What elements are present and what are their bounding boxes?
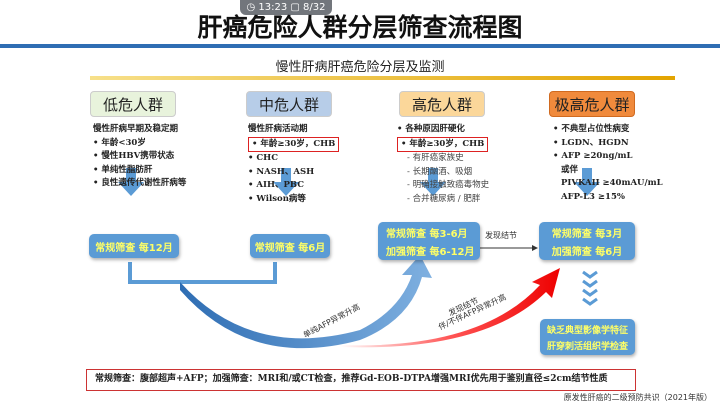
time: 13:23 xyxy=(258,2,288,13)
biopsy-line: 肝穿刺活组织学检查 xyxy=(546,341,628,352)
desc-line-highlighted: • 年龄≥30岁，CHB xyxy=(248,136,340,152)
group-desc-very-high: • 不典型占位性病变 • LGDN、HGDN • AFP ≥20ng/mL 或伴… xyxy=(553,123,663,204)
desc-line: 慢性肝病早期及稳定期 xyxy=(93,124,179,134)
desc-subline: - 长期酗酒、吸烟 xyxy=(407,166,473,177)
biopsy-line: 缺乏典型影像学特征 xyxy=(546,325,628,336)
desc-line: • CHC xyxy=(248,153,278,163)
group-header-mid: 中危人群 xyxy=(246,91,332,117)
desc-line: 或伴 xyxy=(561,164,579,175)
screen-box-mid: 常规筛查 每6月 xyxy=(250,234,330,258)
down-arrow-icon xyxy=(420,168,446,196)
screening-note: 常规筛查：腹部超声+AFP；加强筛查：MRI和/或CT检查，推荐Gd-EOB-D… xyxy=(86,369,636,391)
desc-line: AFP-L3 ≥15% xyxy=(561,191,625,202)
desc-line: PIVKAII ≥40mAU/mL xyxy=(561,178,663,188)
desc-line: • 慢性HBV携带状态 xyxy=(93,151,175,161)
screen-box-very-high: 常规筛查 每3月加强筛查 每6月 xyxy=(539,222,635,260)
down-arrow-icon xyxy=(118,168,144,196)
chevron-down-icons xyxy=(582,270,598,306)
desc-line: • 各种原因肝硬化 xyxy=(397,124,465,134)
red-curved-arrow-icon xyxy=(340,268,560,348)
screen-text: 加强筛查 每6-12月 xyxy=(386,246,475,258)
source-citation: 原发性肝癌的二级预防共识（2021年版） xyxy=(563,393,712,402)
desc-line: 慢性肝病活动期 xyxy=(248,124,308,134)
group-desc-mid: 慢性肝病活动期 • 年龄≥30岁，CHB • CHC • NASH、ASH • … xyxy=(248,123,340,206)
biopsy-box: 缺乏典型影像学特征肝穿刺活组织学检查 xyxy=(540,319,635,355)
group-header-high: 高危人群 xyxy=(399,91,485,117)
screen-box-low: 常规筛查 每12月 xyxy=(89,234,179,258)
desc-line-highlighted: • 年龄≥30岁，CHB xyxy=(397,136,489,152)
screen-text: 常规筛查 每3月 xyxy=(551,228,623,240)
page-title: 肝癌危险人群分层筛查流程图 xyxy=(197,13,523,42)
group-desc-high: • 各种原因肝硬化 • 年龄≥30岁，CHB - 有肝癌家族史 - 长期酗酒、吸… xyxy=(397,123,489,206)
screen-text: 加强筛查 每6月 xyxy=(551,246,623,258)
gradient-arrow-bar xyxy=(90,76,675,80)
desc-subline: - 合并糖尿病 / 肥胖 xyxy=(407,193,481,204)
desc-line: • AFP ≥20ng/mL xyxy=(553,151,633,161)
group-header-low: 低危人群 xyxy=(90,91,176,117)
down-arrow-icon xyxy=(574,168,600,196)
desc-line: • 单纯性脂肪肝 xyxy=(93,164,153,175)
group-desc-low: 慢性肝病早期及稳定期 • 年龄<30岁 • 慢性HBV携带状态 • 单纯性脂肪肝… xyxy=(93,123,186,191)
desc-line: • LGDN、HGDN xyxy=(553,137,629,148)
screen-text: 常规筛查 每12月 xyxy=(95,242,173,254)
group-header-very-high: 极高危人群 xyxy=(549,91,635,117)
video-status-overlay: ◷ 13:23 ▢ 8/32 xyxy=(240,0,332,15)
screen-text: 常规筛查 每3-6月 xyxy=(386,228,468,240)
desc-line: • AIH、PBC xyxy=(248,180,304,190)
desc-line: • Wilson病等 xyxy=(248,193,306,204)
screen-text: 常规筛查 每6月 xyxy=(254,242,326,254)
desc-line: • NASH、ASH xyxy=(248,166,315,177)
title-divider xyxy=(0,44,720,48)
subtitle: 慢性肝病肝癌危险分层及监测 xyxy=(275,60,445,75)
down-arrows xyxy=(118,168,600,196)
found-nodule-label: 发现结节 xyxy=(485,230,517,240)
desc-line: • 年龄<30岁 xyxy=(93,137,146,148)
desc-subline: - 有肝癌家族史 xyxy=(407,153,464,163)
desc-subline: - 明确接触致癌毒物史 xyxy=(407,180,490,190)
down-arrow-icon xyxy=(273,168,299,196)
desc-line: • 不典型占位性病变 xyxy=(553,124,630,134)
page-counter: 8/32 xyxy=(303,2,326,13)
desc-line: • 良性遗传代谢性肝病等 xyxy=(93,178,187,188)
screen-box-high: 常规筛查 每3-6月加强筛查 每6-12月 xyxy=(378,222,480,260)
